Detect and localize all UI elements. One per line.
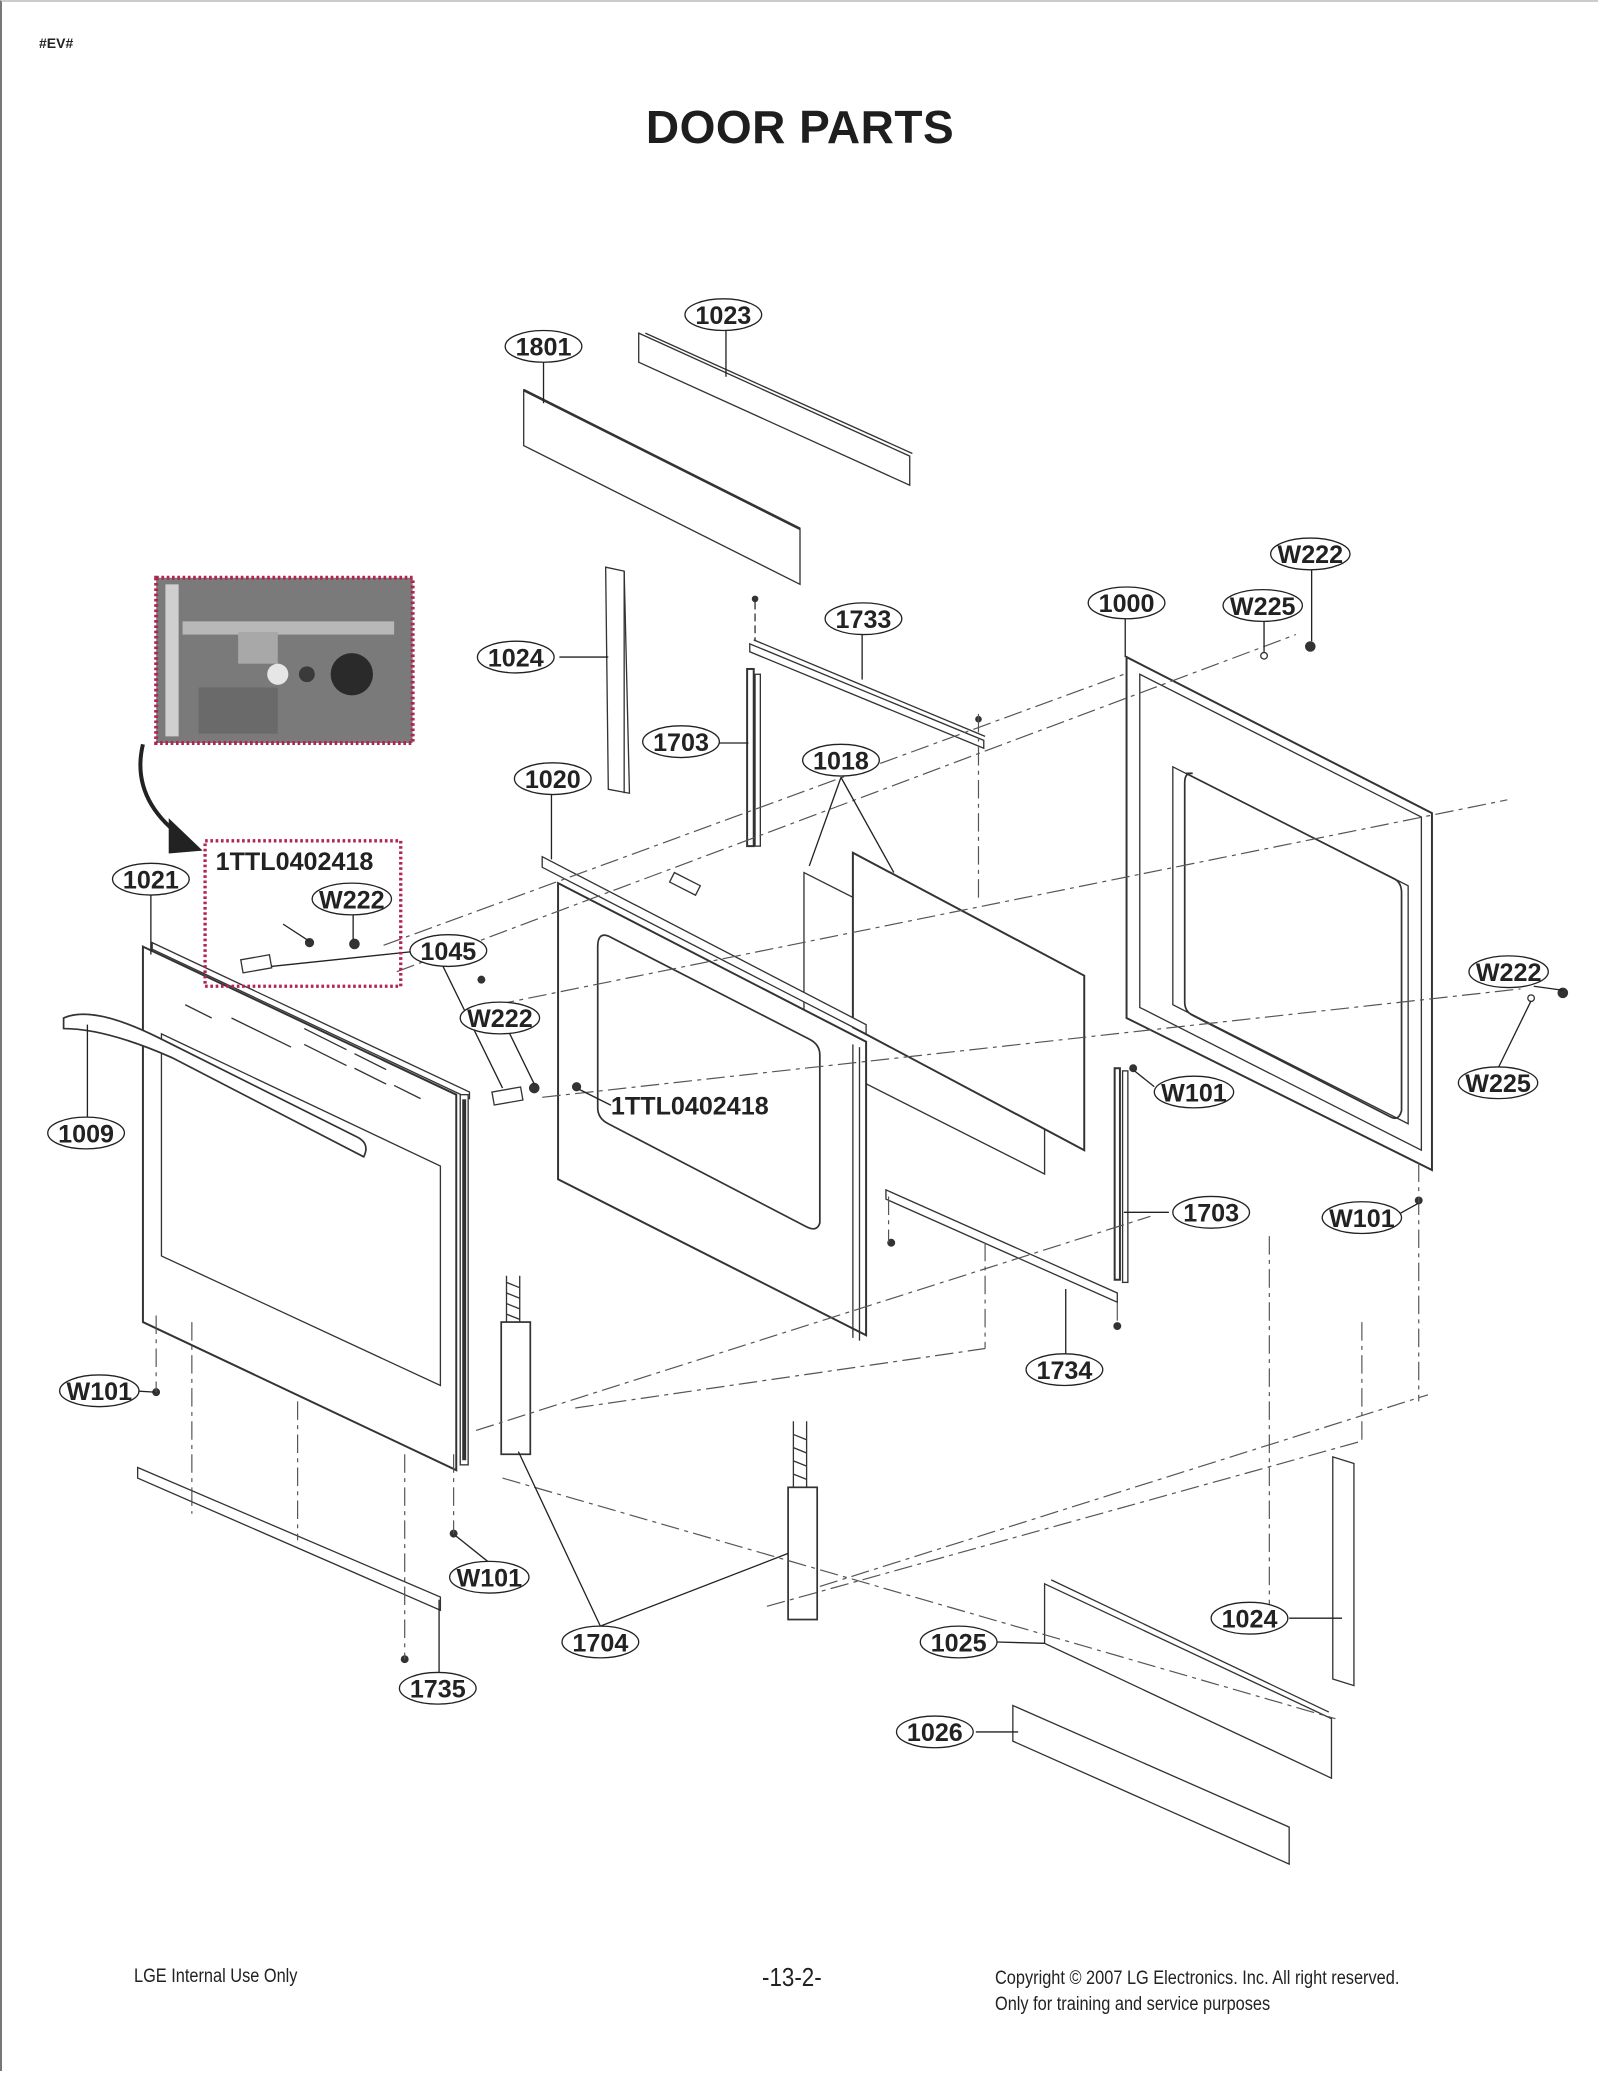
part-1704-hinge-right xyxy=(787,1421,819,1621)
callout-1023: 1023 xyxy=(684,298,763,332)
svg-text:W101: W101 xyxy=(1329,1205,1395,1233)
part-1045-bracket xyxy=(240,954,273,974)
part-1020-top-lip xyxy=(541,855,867,1035)
callout-W222-inset: W222 xyxy=(311,882,393,916)
part-1703-right-seal xyxy=(1113,1067,1121,1281)
svg-text:1704: 1704 xyxy=(572,1629,628,1657)
footer-copyright: Copyright © 2007 LG Electronics. Inc. Al… xyxy=(995,1966,1399,2018)
callout-W101-right: W101 xyxy=(1321,1201,1403,1235)
svg-text:W101: W101 xyxy=(457,1564,523,1592)
callout-W222-top: W222 xyxy=(1269,537,1351,571)
callout-1020: 1020 xyxy=(513,762,592,796)
part-1045-bracket-mid xyxy=(491,1086,524,1106)
callout-1009: 1009 xyxy=(47,1116,126,1150)
footer-internal-use: LGE Internal Use Only xyxy=(134,1966,298,1987)
part-number-center: 1TTL0402418 xyxy=(611,1093,769,1121)
part-1018-glass-outer xyxy=(851,851,1086,1152)
callout-1018: 1018 xyxy=(801,743,880,777)
callout-1045: 1045 xyxy=(409,934,488,968)
svg-text:1000: 1000 xyxy=(1099,590,1155,618)
callout-1024-bottom: 1024 xyxy=(1210,1601,1289,1635)
callout-W101-left: W101 xyxy=(58,1374,140,1408)
detail-photo-inset xyxy=(154,575,415,745)
callout-W222-right: W222 xyxy=(1468,955,1549,989)
callout-1734: 1734 xyxy=(1025,1353,1104,1387)
part-1734-bottom-rail xyxy=(885,1188,1118,1304)
part-1704-hinge-left xyxy=(500,1275,532,1456)
part-1735-bottom-trim xyxy=(136,1466,442,1612)
svg-text:1020: 1020 xyxy=(525,766,581,794)
pointer-arrow xyxy=(138,743,187,842)
part-1703-top-seal xyxy=(746,667,755,848)
part-1026-bottom-insulation xyxy=(1012,1704,1290,1866)
svg-text:1024: 1024 xyxy=(488,644,544,672)
callout-W101-center: W101 xyxy=(1153,1075,1235,1109)
part-1023-strip xyxy=(638,332,911,487)
part-1024-bottom-strip xyxy=(1332,1456,1355,1687)
svg-text:1023: 1023 xyxy=(695,302,751,330)
svg-text:1733: 1733 xyxy=(836,606,892,634)
callout-1026: 1026 xyxy=(895,1715,974,1749)
callout-W222-mid: W222 xyxy=(459,1001,541,1035)
part-1025-insulation-block xyxy=(1043,1582,1333,1780)
part-1024-top-strip xyxy=(604,566,631,795)
svg-text:1703: 1703 xyxy=(653,729,709,757)
svg-text:1801: 1801 xyxy=(516,334,572,362)
svg-text:W225: W225 xyxy=(1230,593,1296,621)
svg-text:1045: 1045 xyxy=(420,938,476,966)
part-number-inset: 1TTL0402418 xyxy=(216,848,374,876)
callout-1024-top: 1024 xyxy=(476,640,555,674)
callout-1025: 1025 xyxy=(919,1625,998,1659)
callout-1733: 1733 xyxy=(824,602,903,636)
callout-1801: 1801 xyxy=(504,329,583,363)
svg-text:1018: 1018 xyxy=(813,747,869,775)
callout-1000: 1000 xyxy=(1087,586,1166,620)
svg-text:W222: W222 xyxy=(319,886,385,914)
page-number: -13-2- xyxy=(762,1962,822,1992)
callout-1735: 1735 xyxy=(398,1671,477,1705)
svg-text:1009: 1009 xyxy=(58,1120,114,1148)
svg-text:1735: 1735 xyxy=(410,1676,466,1704)
part-1801-insulation-panel xyxy=(523,388,801,586)
callout-1704: 1704 xyxy=(561,1625,640,1659)
callout-1703-top: 1703 xyxy=(642,725,721,759)
svg-text:W101: W101 xyxy=(1161,1079,1227,1107)
callout-1703-right: 1703 xyxy=(1172,1195,1251,1229)
copyright-line-1: Copyright © 2007 LG Electronics. Inc. Al… xyxy=(995,1968,1400,1989)
callout-W225-right: W225 xyxy=(1457,1066,1539,1100)
svg-text:W222: W222 xyxy=(1476,959,1542,987)
callout-W101-bottom: W101 xyxy=(448,1560,530,1594)
page-title: DOOR PARTS xyxy=(645,101,955,153)
svg-text:W101: W101 xyxy=(67,1378,133,1406)
copyright-line-2: Only for training and service purposes xyxy=(995,1994,1271,2015)
svg-text:1025: 1025 xyxy=(931,1629,987,1657)
callout-1021: 1021 xyxy=(111,862,190,896)
svg-text:1734: 1734 xyxy=(1036,1357,1092,1385)
svg-text:1703: 1703 xyxy=(1183,1200,1239,1228)
callout-W225-top: W225 xyxy=(1222,588,1304,623)
svg-text:1024: 1024 xyxy=(1222,1605,1278,1633)
document-tag: #EV# xyxy=(39,35,74,51)
part-1733-top-rail xyxy=(749,642,985,750)
svg-text:W222: W222 xyxy=(467,1005,533,1033)
svg-text:1021: 1021 xyxy=(123,866,179,894)
svg-text:W222: W222 xyxy=(1278,541,1344,569)
part-1009-handle xyxy=(62,1013,367,1158)
svg-text:1026: 1026 xyxy=(907,1719,963,1747)
svg-text:W225: W225 xyxy=(1465,1070,1531,1098)
